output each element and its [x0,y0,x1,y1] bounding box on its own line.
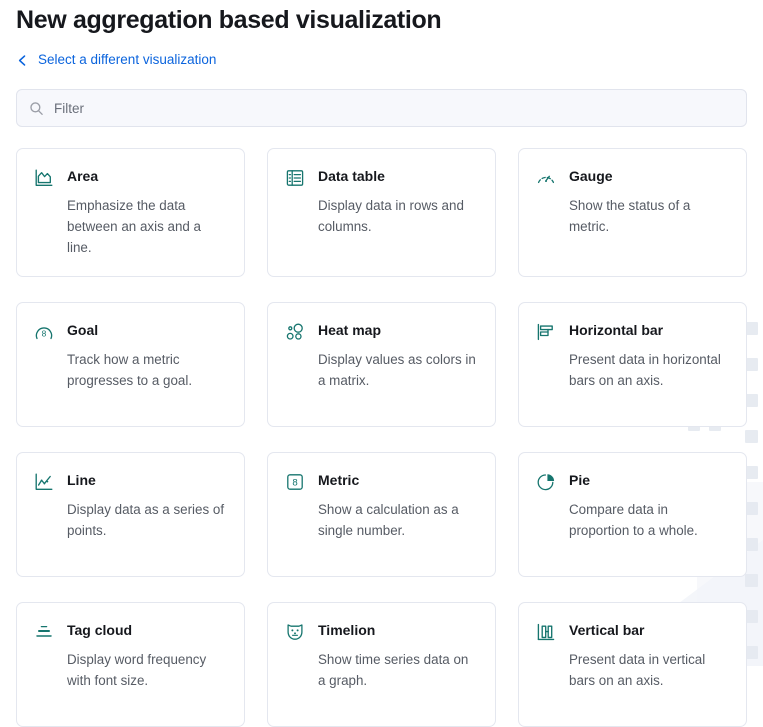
viz-card-title: Vertical bar [569,622,645,638]
viz-card-tag-cloud[interactable]: Tag cloud Display word frequency with fo… [16,602,245,727]
viz-card-description: Show time series data on a graph. [318,652,469,688]
viz-card-description: Compare data in proportion to a whole. [569,502,698,538]
viz-card-title: Line [67,472,96,488]
search-input[interactable] [54,100,734,116]
viz-card-line[interactable]: Line Display data as a series of points. [16,452,245,577]
viz-card-title: Goal [67,322,99,338]
viz-card-description: Track how a metric progresses to a goal. [67,352,193,388]
viz-card-body: Metric Show a calculation as a single nu… [318,470,477,541]
viz-card-body: Goal Track how a metric progresses to a … [67,320,226,391]
viz-card-gauge[interactable]: Gauge Show the status of a metric. [518,148,747,277]
viz-card-body: Horizontal bar Present data in horizonta… [569,320,728,391]
pie-chart-icon [536,472,556,492]
breadcrumb: Select a different visualization [16,51,747,69]
viz-card-description: Display word frequency with font size. [67,652,207,688]
heatmap-icon [285,322,305,342]
viz-card-timelion[interactable]: Timelion Show time series data on a grap… [267,602,496,727]
viz-card-pie[interactable]: Pie Compare data in proportion to a whol… [518,452,747,577]
viz-card-title: Gauge [569,168,613,184]
tag-cloud-icon [34,622,54,642]
chevron-left-icon [16,54,29,67]
viz-card-body: Gauge Show the status of a metric. [569,166,728,237]
viz-card-description: Show the status of a metric. [569,198,691,234]
line-chart-icon [34,472,54,492]
viz-card-body: Pie Compare data in proportion to a whol… [569,470,728,541]
metric-icon: 8 [285,472,305,492]
viz-card-body: Area Emphasize the data between an axis … [67,166,226,258]
viz-card-description: Show a calculation as a single number. [318,502,459,538]
filter-search-bar[interactable] [16,89,747,127]
table-icon [285,168,305,188]
viz-card-body: Tag cloud Display word frequency with fo… [67,620,226,691]
viz-card-title: Pie [569,472,591,488]
viz-card-heat-map[interactable]: Heat map Display values as colors in a m… [267,302,496,427]
search-icon [29,101,44,116]
viz-card-description: Emphasize the data between an axis and a… [67,198,202,255]
viz-card-body: Data table Display data in rows and colu… [318,166,477,237]
vertical-bar-icon [536,622,556,642]
visualization-type-grid: Area Emphasize the data between an axis … [16,148,747,727]
timelion-lion-icon [285,622,305,642]
back-link-label: Select a different visualization [38,52,217,67]
viz-card-title: Tag cloud [67,622,133,638]
viz-card-body: Line Display data as a series of points. [67,470,226,541]
horizontal-bar-icon [536,322,556,342]
gauge-icon [536,168,556,188]
viz-card-vertical-bar[interactable]: Vertical bar Present data in vertical ba… [518,602,747,727]
viz-card-title: Timelion [318,622,376,638]
svg-text:8: 8 [292,478,297,489]
viz-card-title: Area [67,168,99,184]
area-chart-icon [34,168,54,188]
viz-card-title: Data table [318,168,385,184]
viz-card-title: Metric [318,472,360,488]
viz-card-body: Timelion Show time series data on a grap… [318,620,477,691]
page-title: New aggregation based visualization [16,6,442,34]
viz-card-description: Display values as colors in a matrix. [318,352,476,388]
viz-card-description: Present data in vertical bars on an axis… [569,652,706,688]
viz-card-title: Horizontal bar [569,322,664,338]
viz-card-area[interactable]: Area Emphasize the data between an axis … [16,148,245,277]
viz-card-description: Display data as a series of points. [67,502,225,538]
goal-icon: 8 [34,322,54,342]
svg-text:8: 8 [42,328,47,338]
viz-card-data-table[interactable]: Data table Display data in rows and colu… [267,148,496,277]
viz-card-body: Heat map Display values as colors in a m… [318,320,477,391]
viz-card-horizontal-bar[interactable]: Horizontal bar Present data in horizonta… [518,302,747,427]
viz-card-body: Vertical bar Present data in vertical ba… [569,620,728,691]
select-different-visualization-link[interactable]: Select a different visualization [16,51,216,69]
viz-card-goal[interactable]: 8 Goal Track how a metric progresses to … [16,302,245,427]
viz-card-description: Display data in rows and columns. [318,198,464,234]
viz-card-title: Heat map [318,322,382,338]
viz-card-metric[interactable]: 8 Metric Show a calculation as a single … [267,452,496,577]
viz-card-description: Present data in horizontal bars on an ax… [569,352,721,388]
